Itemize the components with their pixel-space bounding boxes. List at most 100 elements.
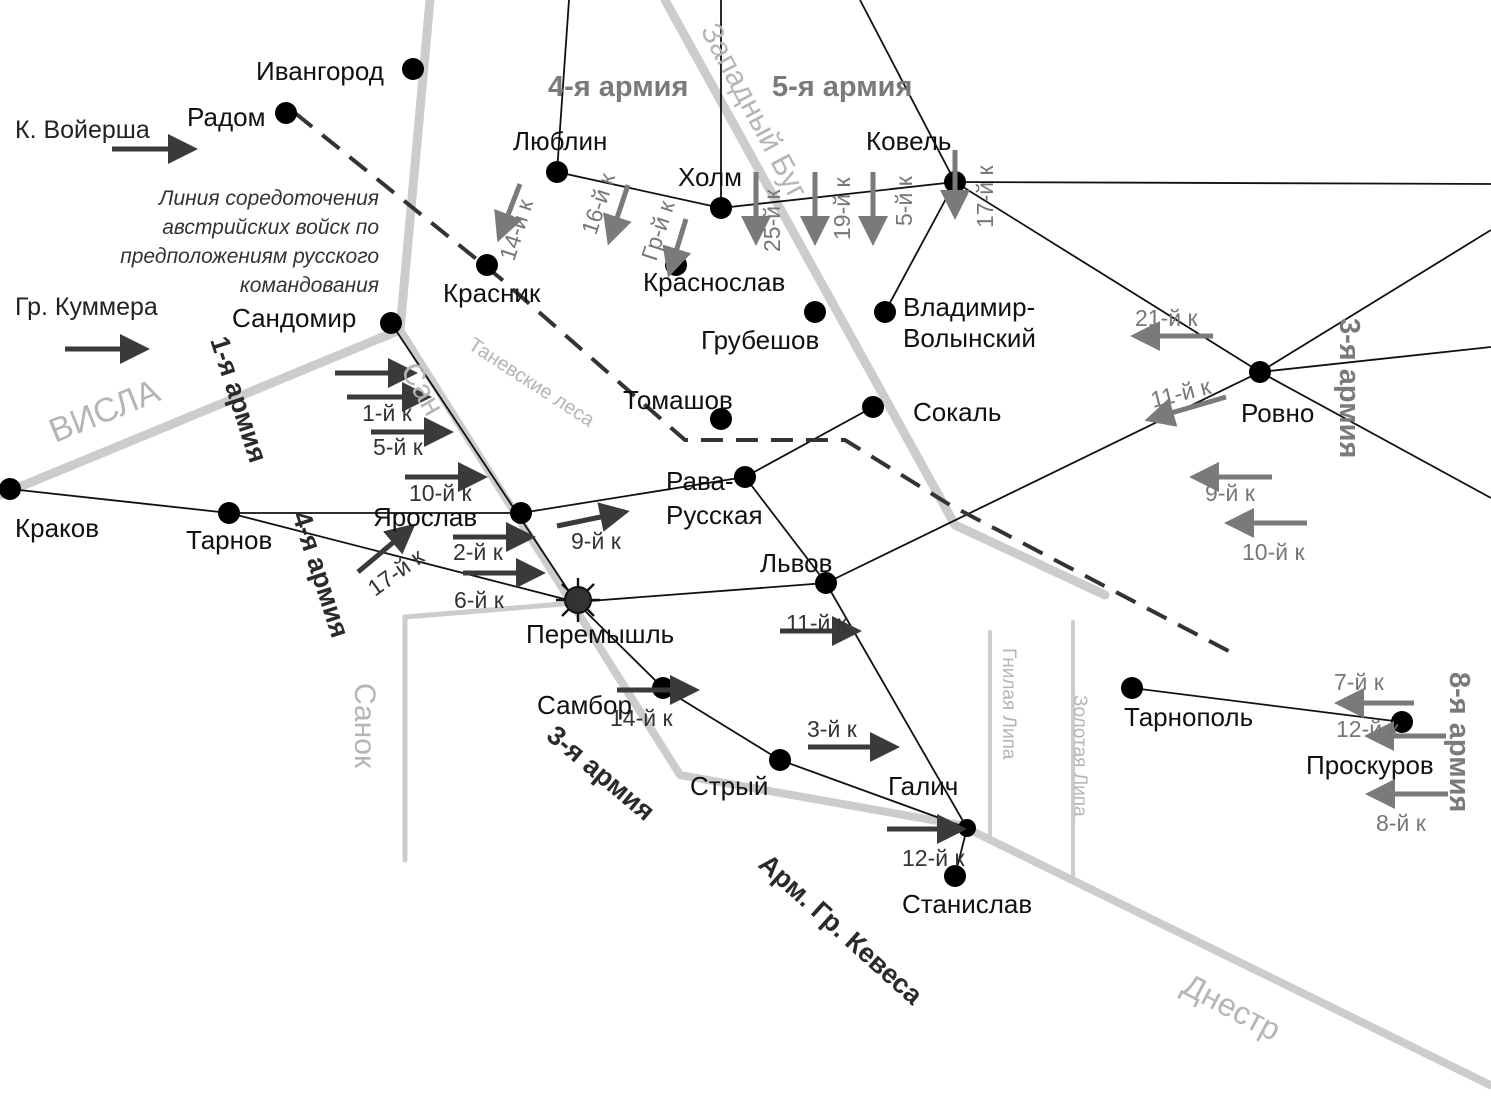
label-k9-west: 9-й к bbox=[571, 528, 622, 554]
label-sandomir: Сандомир bbox=[232, 303, 356, 333]
label-rovno: Ровно bbox=[1241, 398, 1314, 428]
rail-kovel-east bbox=[954, 181, 1491, 185]
label-proskurov: Проскуров bbox=[1306, 750, 1434, 780]
label-k10-east: 10-й к bbox=[1242, 539, 1305, 565]
city-dot-lublin bbox=[546, 161, 568, 183]
label-army-4-left: 4-я армия bbox=[286, 508, 355, 642]
arrow-16k bbox=[603, 184, 632, 246]
label-kummer: Гр. Куммера bbox=[15, 293, 158, 321]
label-krakov: Краков bbox=[15, 513, 99, 543]
rail-peremyshl-lvov bbox=[575, 582, 827, 603]
city-dots bbox=[0, 58, 1413, 887]
concentration-line bbox=[293, 111, 1239, 658]
rail-rovno-ne bbox=[1259, 229, 1491, 373]
label-k9-east: 9-й к bbox=[1205, 480, 1256, 506]
label-stanislav: Станислав bbox=[902, 889, 1032, 919]
label-k17-north: 17-й к bbox=[972, 165, 998, 228]
rail-kholm-kovel bbox=[720, 181, 956, 209]
city-dot-vladimir bbox=[874, 301, 896, 323]
label-rava-1: Рава- bbox=[666, 466, 734, 496]
city-dot-galich bbox=[958, 819, 976, 837]
city-dot-grubeshov bbox=[804, 301, 826, 323]
label-yaroslav: Ярослав bbox=[373, 502, 477, 532]
arrow-17k-west bbox=[356, 523, 416, 574]
city-dot-sandomir bbox=[380, 312, 402, 334]
label-kovel: Ковель bbox=[866, 126, 951, 156]
rail-lublin-kholm bbox=[556, 171, 722, 209]
city-dot-stryi bbox=[769, 749, 791, 771]
rail-rovno-se bbox=[1259, 371, 1491, 499]
label-k17-west: 17-й к bbox=[363, 543, 430, 601]
city-dot-tarnopol bbox=[1121, 677, 1143, 699]
arrow-9k-west bbox=[556, 502, 630, 532]
label-army-8-russian: 8-я армия bbox=[1443, 672, 1475, 812]
label-k5-west: 5-й к bbox=[373, 434, 424, 460]
city-dot-kholm bbox=[710, 197, 732, 219]
note-line-2: австрийских войск по bbox=[162, 216, 379, 239]
label-k5-north: 5-й к bbox=[891, 175, 917, 226]
label-k3: 3-й к bbox=[807, 716, 858, 742]
label-tarnopol: Тарнополь bbox=[1124, 702, 1253, 732]
city-dot-tomashov bbox=[710, 408, 732, 430]
label-rava-2: Русская bbox=[666, 500, 763, 530]
city-dot-yaroslav bbox=[510, 502, 532, 524]
label-sokal: Сокаль bbox=[913, 397, 1001, 427]
label-tarnov: Тарнов bbox=[186, 525, 272, 555]
label-k12-south: 12-й к bbox=[902, 845, 965, 871]
label-k1: 1-й к bbox=[362, 400, 413, 426]
city-dot-lvov bbox=[815, 572, 837, 594]
label-k6: 6-й к bbox=[454, 587, 505, 613]
label-army-3-austrian: 3-я армия bbox=[541, 720, 660, 827]
corps-labels-austrian: 1-й к 5-й к 10-й к 2-й к 9-й к 17-й к 6-… bbox=[362, 400, 965, 871]
note-line-1: Линия соредоточения bbox=[157, 187, 379, 210]
label-army-3-russian: 3-я армия bbox=[1333, 318, 1365, 458]
corps-labels-russian: 14-й к 16-й к Гр-й к 25-й к 19-й к 5-й к… bbox=[494, 165, 1427, 836]
label-sambor: Самбор bbox=[537, 690, 632, 720]
label-army-1: 1-я армия bbox=[204, 333, 273, 467]
label-k19: 19-й к bbox=[829, 177, 855, 240]
river-sanok bbox=[402, 600, 578, 863]
arrow-14k-north bbox=[494, 183, 523, 243]
city-dot-rovno bbox=[1249, 361, 1271, 383]
rail-kovel-rovno bbox=[954, 181, 1261, 373]
arrow-11k-east bbox=[1144, 394, 1227, 427]
group-labels: К. Войерша Гр. Куммера bbox=[15, 116, 158, 321]
label-lublin: Люблин bbox=[513, 126, 607, 156]
city-dot-krakov bbox=[0, 478, 21, 500]
russian-arrows bbox=[494, 150, 1448, 809]
city-dot-tarnov bbox=[218, 502, 240, 524]
label-radom: Радом bbox=[187, 102, 265, 132]
label-grubeshov: Грубешов bbox=[701, 325, 819, 355]
label-k14-south: 14-й к bbox=[610, 705, 673, 731]
austrian-arrows bbox=[65, 134, 967, 844]
label-lvov: Львов bbox=[760, 548, 832, 578]
rail-sambor-stryi bbox=[662, 687, 781, 761]
city-labels: Ивангород Радом Люблин Холм Ковель Красн… bbox=[15, 56, 1434, 919]
rail-lublin-north bbox=[556, 0, 570, 173]
label-stryi: Стрый bbox=[690, 771, 768, 801]
rail-rava-lvov bbox=[744, 476, 827, 584]
rail-peremyshl-sambor bbox=[575, 601, 664, 689]
label-krasnik: Красник bbox=[443, 278, 541, 308]
rail-rovno-e bbox=[1259, 346, 1491, 373]
label-krasnoslav: Краснослав bbox=[643, 267, 785, 297]
concentration-note: Линия соредоточения австрийских войск по… bbox=[120, 187, 379, 297]
label-army-4-top: 4-я армия bbox=[548, 71, 688, 103]
label-k11-east: 11-й к bbox=[1148, 373, 1214, 413]
label-ivangorod: Ивангород bbox=[256, 56, 384, 86]
city-dot-rava bbox=[734, 466, 756, 488]
note-line-4: командования bbox=[240, 274, 379, 297]
city-dot-ivangorod bbox=[402, 58, 424, 80]
label-k10-west: 10-й к bbox=[409, 480, 472, 506]
fortress-peremyshl-icon bbox=[556, 578, 600, 622]
label-vladimir-1: Владимир- bbox=[903, 292, 1035, 322]
city-dot-proskurov bbox=[1391, 711, 1413, 733]
river-zapadny-bug bbox=[660, 0, 1110, 600]
geo-sanok: Санок bbox=[348, 683, 381, 769]
label-k21: 21-й к bbox=[1135, 305, 1198, 331]
geo-zolotaya-lipa: Золотая Липа bbox=[1069, 695, 1090, 817]
rail-krakov-tarnov bbox=[9, 488, 230, 514]
city-dot-krasnik bbox=[476, 254, 498, 276]
city-dot-sokal bbox=[862, 396, 884, 418]
label-army-kevess: Арм. Гр. Кевеса bbox=[753, 848, 929, 1011]
